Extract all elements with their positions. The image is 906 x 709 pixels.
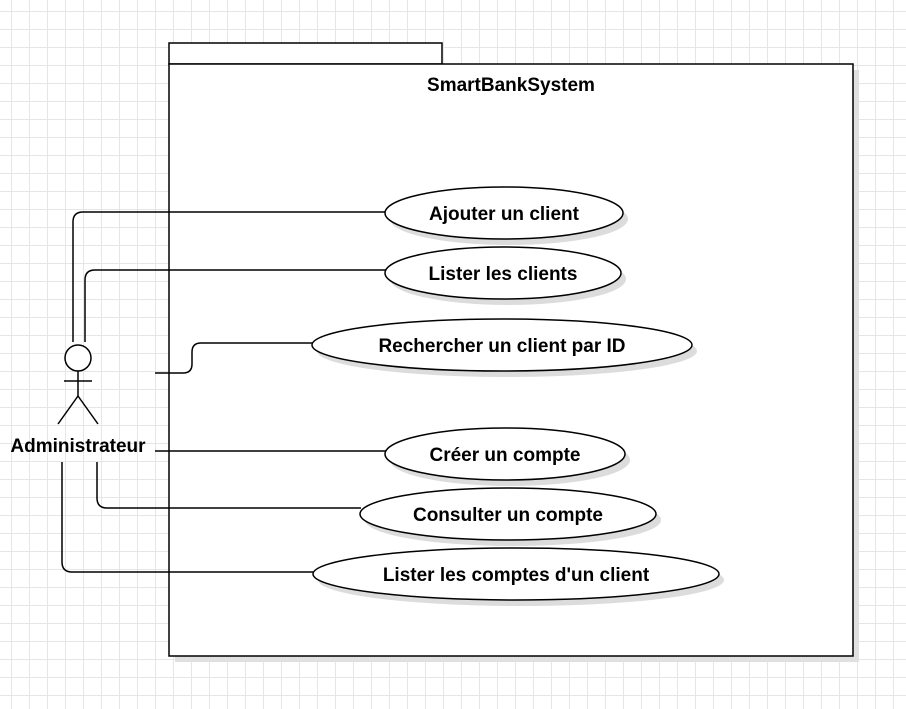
- use-case-label: Rechercher un client par ID: [378, 336, 625, 357]
- use-case-lister-clients[interactable]: Lister les clients: [384, 246, 626, 305]
- association-lister-clients: [84, 269, 386, 342]
- use-case-ellipse: [311, 318, 693, 372]
- use-case-label: Ajouter un client: [429, 204, 580, 225]
- association-ajouter-client: [72, 211, 386, 342]
- system-title: SmartBankSystem: [427, 75, 595, 96]
- use-case-label: Lister les comptes d'un client: [383, 565, 650, 586]
- use-case-lister-comptes-client[interactable]: Lister les comptes d'un client: [312, 547, 724, 606]
- use-case-ellipse: [312, 547, 720, 601]
- actor-label: Administrateur: [10, 436, 146, 457]
- actor-right-leg: [77, 395, 99, 425]
- actor-left-leg: [57, 395, 79, 425]
- association-consulter-compte: [96, 462, 361, 509]
- use-case-label: Consulter un compte: [413, 505, 603, 526]
- package-tab: [168, 42, 443, 65]
- use-case-creer-compte[interactable]: Créer un compte: [384, 427, 630, 486]
- use-case-rechercher-client[interactable]: Rechercher un client par ID: [311, 318, 697, 377]
- associations: [61, 211, 386, 573]
- use-case-consulter-compte[interactable]: Consulter un compte: [359, 487, 661, 546]
- use-case-ellipse: [384, 246, 622, 300]
- association-lister-comptes: [61, 462, 313, 573]
- association-rechercher-client: [155, 342, 313, 374]
- use-case-ellipse: [384, 427, 626, 481]
- actor-administrateur[interactable]: Administrateur: [10, 344, 146, 457]
- use-case-ellipse: [384, 186, 624, 240]
- use-case-label: Lister les clients: [429, 264, 578, 285]
- use-case-ellipse: [359, 487, 657, 541]
- actor-head: [64, 344, 92, 372]
- use-case-ajouter-client[interactable]: Ajouter un client: [384, 186, 628, 245]
- use-case-label: Créer un compte: [430, 445, 581, 466]
